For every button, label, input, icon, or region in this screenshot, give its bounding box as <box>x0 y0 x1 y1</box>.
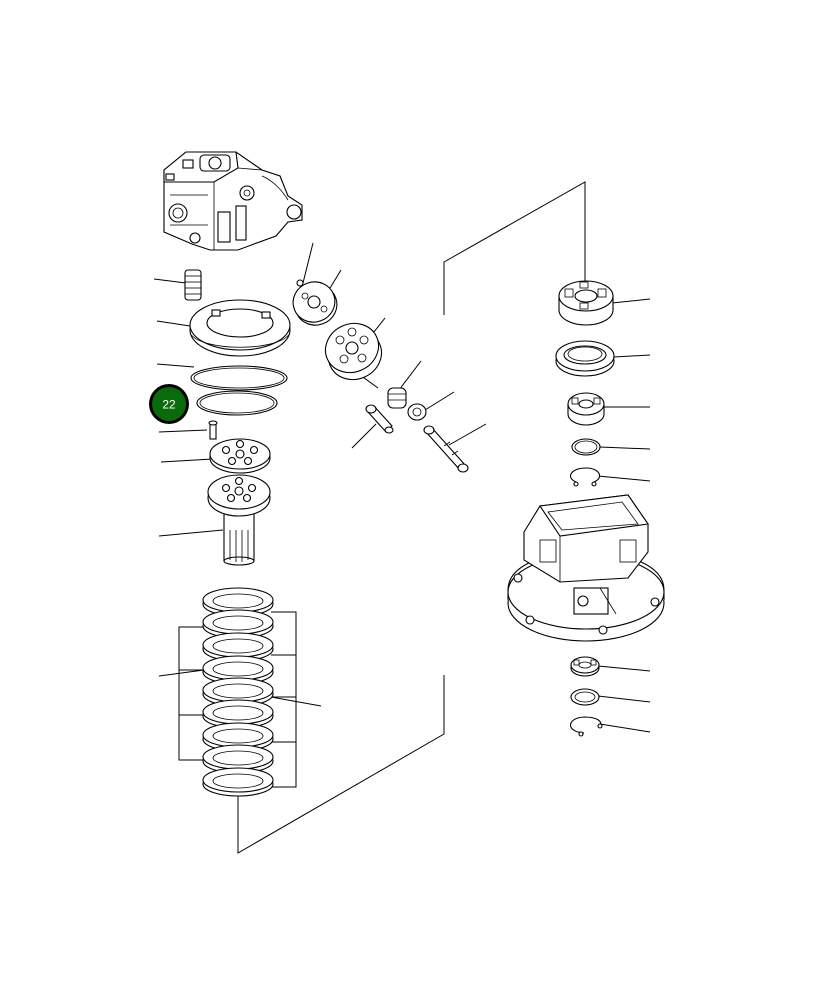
leader-line-bearing-top[interactable] <box>611 298 651 304</box>
friction-plate[interactable] <box>202 677 274 707</box>
valve-plate[interactable] <box>287 276 342 331</box>
friction-plate[interactable] <box>202 767 274 797</box>
piston[interactable] <box>365 404 394 434</box>
leader-lines-middle <box>302 242 487 449</box>
leader-lines-left <box>153 278 322 707</box>
leader-line-ring-low[interactable] <box>597 695 651 703</box>
leader-line-spring-small[interactable] <box>398 360 422 391</box>
leader-line-bearing-low[interactable] <box>597 665 651 672</box>
leader-line-seal[interactable] <box>613 354 651 358</box>
snap-ring-low[interactable] <box>569 716 603 737</box>
bushing[interactable] <box>407 403 427 421</box>
leader-line-snap-ring-low[interactable] <box>599 723 651 733</box>
disc-bracket-left <box>178 626 204 761</box>
friction-disc[interactable] <box>202 655 274 685</box>
roller-bearing-top[interactable] <box>558 280 614 326</box>
leader-line-ring-upper[interactable] <box>156 363 195 368</box>
brake-springs[interactable] <box>184 269 202 301</box>
leader-line-piston[interactable] <box>351 423 377 449</box>
spacer-ring[interactable] <box>571 438 601 456</box>
leader-line-snap-ring[interactable] <box>597 475 651 482</box>
leader-line-retainer[interactable] <box>160 458 214 463</box>
oil-seal[interactable] <box>555 340 615 377</box>
brake-disc-stack[interactable] <box>202 587 274 797</box>
snap-ring[interactable] <box>570 467 601 487</box>
brake-piston-plate[interactable] <box>189 299 291 357</box>
disc-bracket-right <box>271 611 297 788</box>
roller-bearing-mid[interactable] <box>567 392 605 426</box>
roller-bearing-low[interactable] <box>570 656 600 677</box>
cylinder-block[interactable] <box>317 315 389 388</box>
leader-line-ball[interactable] <box>302 242 314 284</box>
retainer-plate[interactable] <box>209 438 271 474</box>
o-ring-lower[interactable] <box>196 390 278 416</box>
thrust-ring[interactable] <box>570 688 600 706</box>
motor-housing[interactable] <box>507 494 665 642</box>
callout-badge[interactable]: 22 <box>149 384 189 424</box>
callout-number[interactable]: 22 <box>162 398 176 412</box>
leader-line-pin[interactable] <box>158 429 208 433</box>
leader-line-bushing[interactable] <box>424 391 455 411</box>
guide-pin[interactable] <box>208 420 218 440</box>
assembly-connectors <box>237 181 586 854</box>
leader-line-shaft[interactable] <box>158 529 224 537</box>
motor-head-block[interactable] <box>163 151 303 251</box>
leader-lines-right <box>597 298 651 733</box>
leader-line-discs[interactable] <box>158 669 205 677</box>
leader-line-ring-right[interactable] <box>599 446 651 450</box>
leader-line-plate[interactable] <box>156 320 191 327</box>
o-ring-upper[interactable] <box>190 365 288 391</box>
friction-plate[interactable] <box>202 722 274 752</box>
small-spring[interactable] <box>387 387 407 409</box>
leader-line-spool[interactable] <box>448 423 487 446</box>
spool[interactable] <box>423 425 469 473</box>
friction-plate[interactable] <box>202 632 274 662</box>
friction-disc[interactable] <box>202 609 274 639</box>
output-shaft[interactable] <box>207 474 271 566</box>
leader-line-springs[interactable] <box>153 278 187 284</box>
